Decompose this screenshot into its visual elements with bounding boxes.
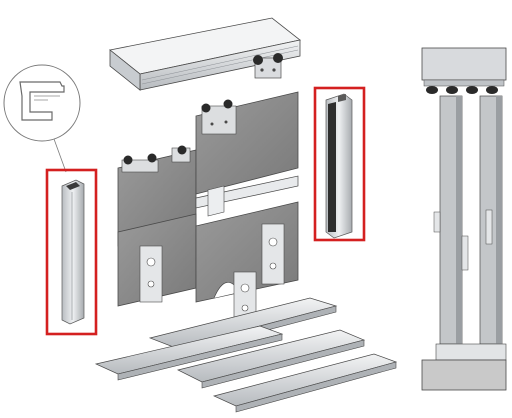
assembled-section-view — [421, 47, 507, 391]
right-handle-profile — [313, 86, 366, 242]
roller-carriage-icon — [201, 99, 237, 135]
bottom-rail-2 — [94, 325, 284, 381]
roller-carriage-icon — [253, 53, 283, 79]
floor-block — [421, 359, 507, 391]
highlight-frame-left — [45, 168, 98, 336]
floor-guide-section — [435, 343, 507, 361]
bottom-rail-4 — [212, 353, 398, 413]
roller-carriage-icon — [426, 86, 498, 94]
highlight-frame-right — [313, 86, 366, 242]
hanging-bracket-icon — [139, 245, 163, 303]
top-track — [109, 17, 301, 91]
hanging-bracket-icon — [233, 271, 257, 323]
bottom-rail-3 — [176, 329, 366, 389]
hanging-bracket-icon — [261, 223, 285, 285]
roller-carriage-icon — [121, 145, 191, 173]
ceiling-track-section — [421, 47, 507, 81]
profile-magnifier-icon — [3, 64, 81, 173]
left-handle-profile — [45, 168, 98, 336]
middle-rail — [195, 175, 299, 217]
